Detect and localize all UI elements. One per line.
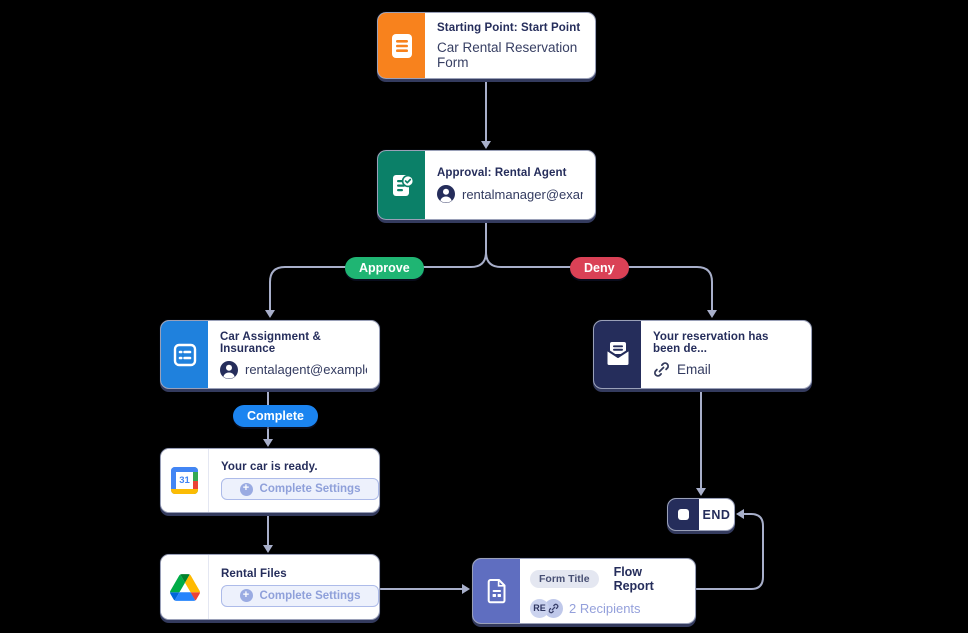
flow-report-node[interactable]: Form Title Flow Report RE 2 Recipients bbox=[472, 558, 696, 624]
approval-node[interactable]: Approval: Rental Agent rentalmanager@exa… bbox=[377, 150, 596, 220]
approval-check-icon-glyph bbox=[392, 174, 414, 196]
edge-report-to-end bbox=[694, 509, 764, 590]
envelope-icon bbox=[594, 321, 641, 388]
google-calendar-icon: 31 bbox=[161, 449, 209, 512]
assignee-email: rentalagent@example.... bbox=[245, 362, 367, 377]
complete-settings-label: Complete Settings bbox=[259, 589, 361, 602]
link-icon bbox=[654, 362, 669, 377]
end-label: END bbox=[702, 507, 731, 522]
deny-branch-pill[interactable]: Deny bbox=[570, 257, 629, 279]
stop-icon bbox=[668, 499, 699, 530]
checklist-icon bbox=[161, 321, 208, 388]
report-document-icon-glyph bbox=[487, 579, 505, 604]
start-node[interactable]: Starting Point: Start Point Car Rental R… bbox=[377, 12, 596, 79]
form-icon-glyph bbox=[391, 33, 412, 58]
end-node[interactable]: END bbox=[667, 498, 735, 531]
avatar bbox=[220, 360, 238, 379]
start-node-form-name: Car Rental Reservation Form bbox=[437, 39, 578, 70]
approver-email: rentalmanager@exam... bbox=[462, 186, 583, 202]
stop-icon-glyph bbox=[678, 509, 689, 520]
form-title-badge: Form Title bbox=[530, 569, 599, 588]
approval-node-title: Approval: Rental Agent bbox=[437, 167, 567, 179]
car-assignment-node[interactable]: Car Assignment & Insurance rentalagent@e… bbox=[160, 320, 380, 389]
reservation-denied-title: Your reservation has been de... bbox=[653, 331, 769, 355]
plus-icon: + bbox=[239, 589, 253, 602]
car-ready-title: Your car is ready. bbox=[221, 461, 318, 473]
envelope-icon-glyph bbox=[605, 342, 630, 367]
channel-label: Email bbox=[677, 362, 711, 377]
approval-check-icon bbox=[378, 151, 425, 219]
google-drive-icon-glyph bbox=[169, 573, 200, 601]
form-icon bbox=[378, 13, 425, 78]
rental-files-node[interactable]: Rental Files + Complete Settings bbox=[160, 554, 380, 620]
car-ready-node[interactable]: 31 Your car is ready. + Complete Setting… bbox=[160, 448, 380, 513]
rental-files-title: Rental Files bbox=[221, 567, 287, 580]
google-calendar-icon-glyph: 31 bbox=[171, 467, 198, 494]
flow-report-title: Flow Report bbox=[613, 564, 654, 593]
link-icon bbox=[544, 598, 563, 618]
car-assignment-title: Car Assignment & Insurance bbox=[220, 330, 321, 355]
report-document-icon bbox=[473, 559, 520, 623]
recipients-count: 2 Recipients bbox=[569, 600, 641, 616]
google-drive-icon bbox=[161, 555, 209, 619]
approve-branch-pill[interactable]: Approve bbox=[345, 257, 424, 279]
complete-settings-label: Complete Settings bbox=[259, 483, 361, 495]
complete-settings-button[interactable]: + Complete Settings bbox=[221, 478, 379, 500]
reservation-denied-node[interactable]: Your reservation has been de... Email bbox=[593, 320, 812, 389]
recipient-initials-badge: RE bbox=[530, 598, 549, 618]
checklist-icon-glyph bbox=[173, 343, 196, 366]
complete-branch-pill[interactable]: Complete bbox=[233, 405, 318, 427]
avatar bbox=[437, 185, 455, 203]
start-node-title: Starting Point: Start Point bbox=[437, 21, 581, 34]
complete-settings-button[interactable]: + Complete Settings bbox=[221, 584, 379, 607]
plus-icon: + bbox=[239, 482, 253, 496]
